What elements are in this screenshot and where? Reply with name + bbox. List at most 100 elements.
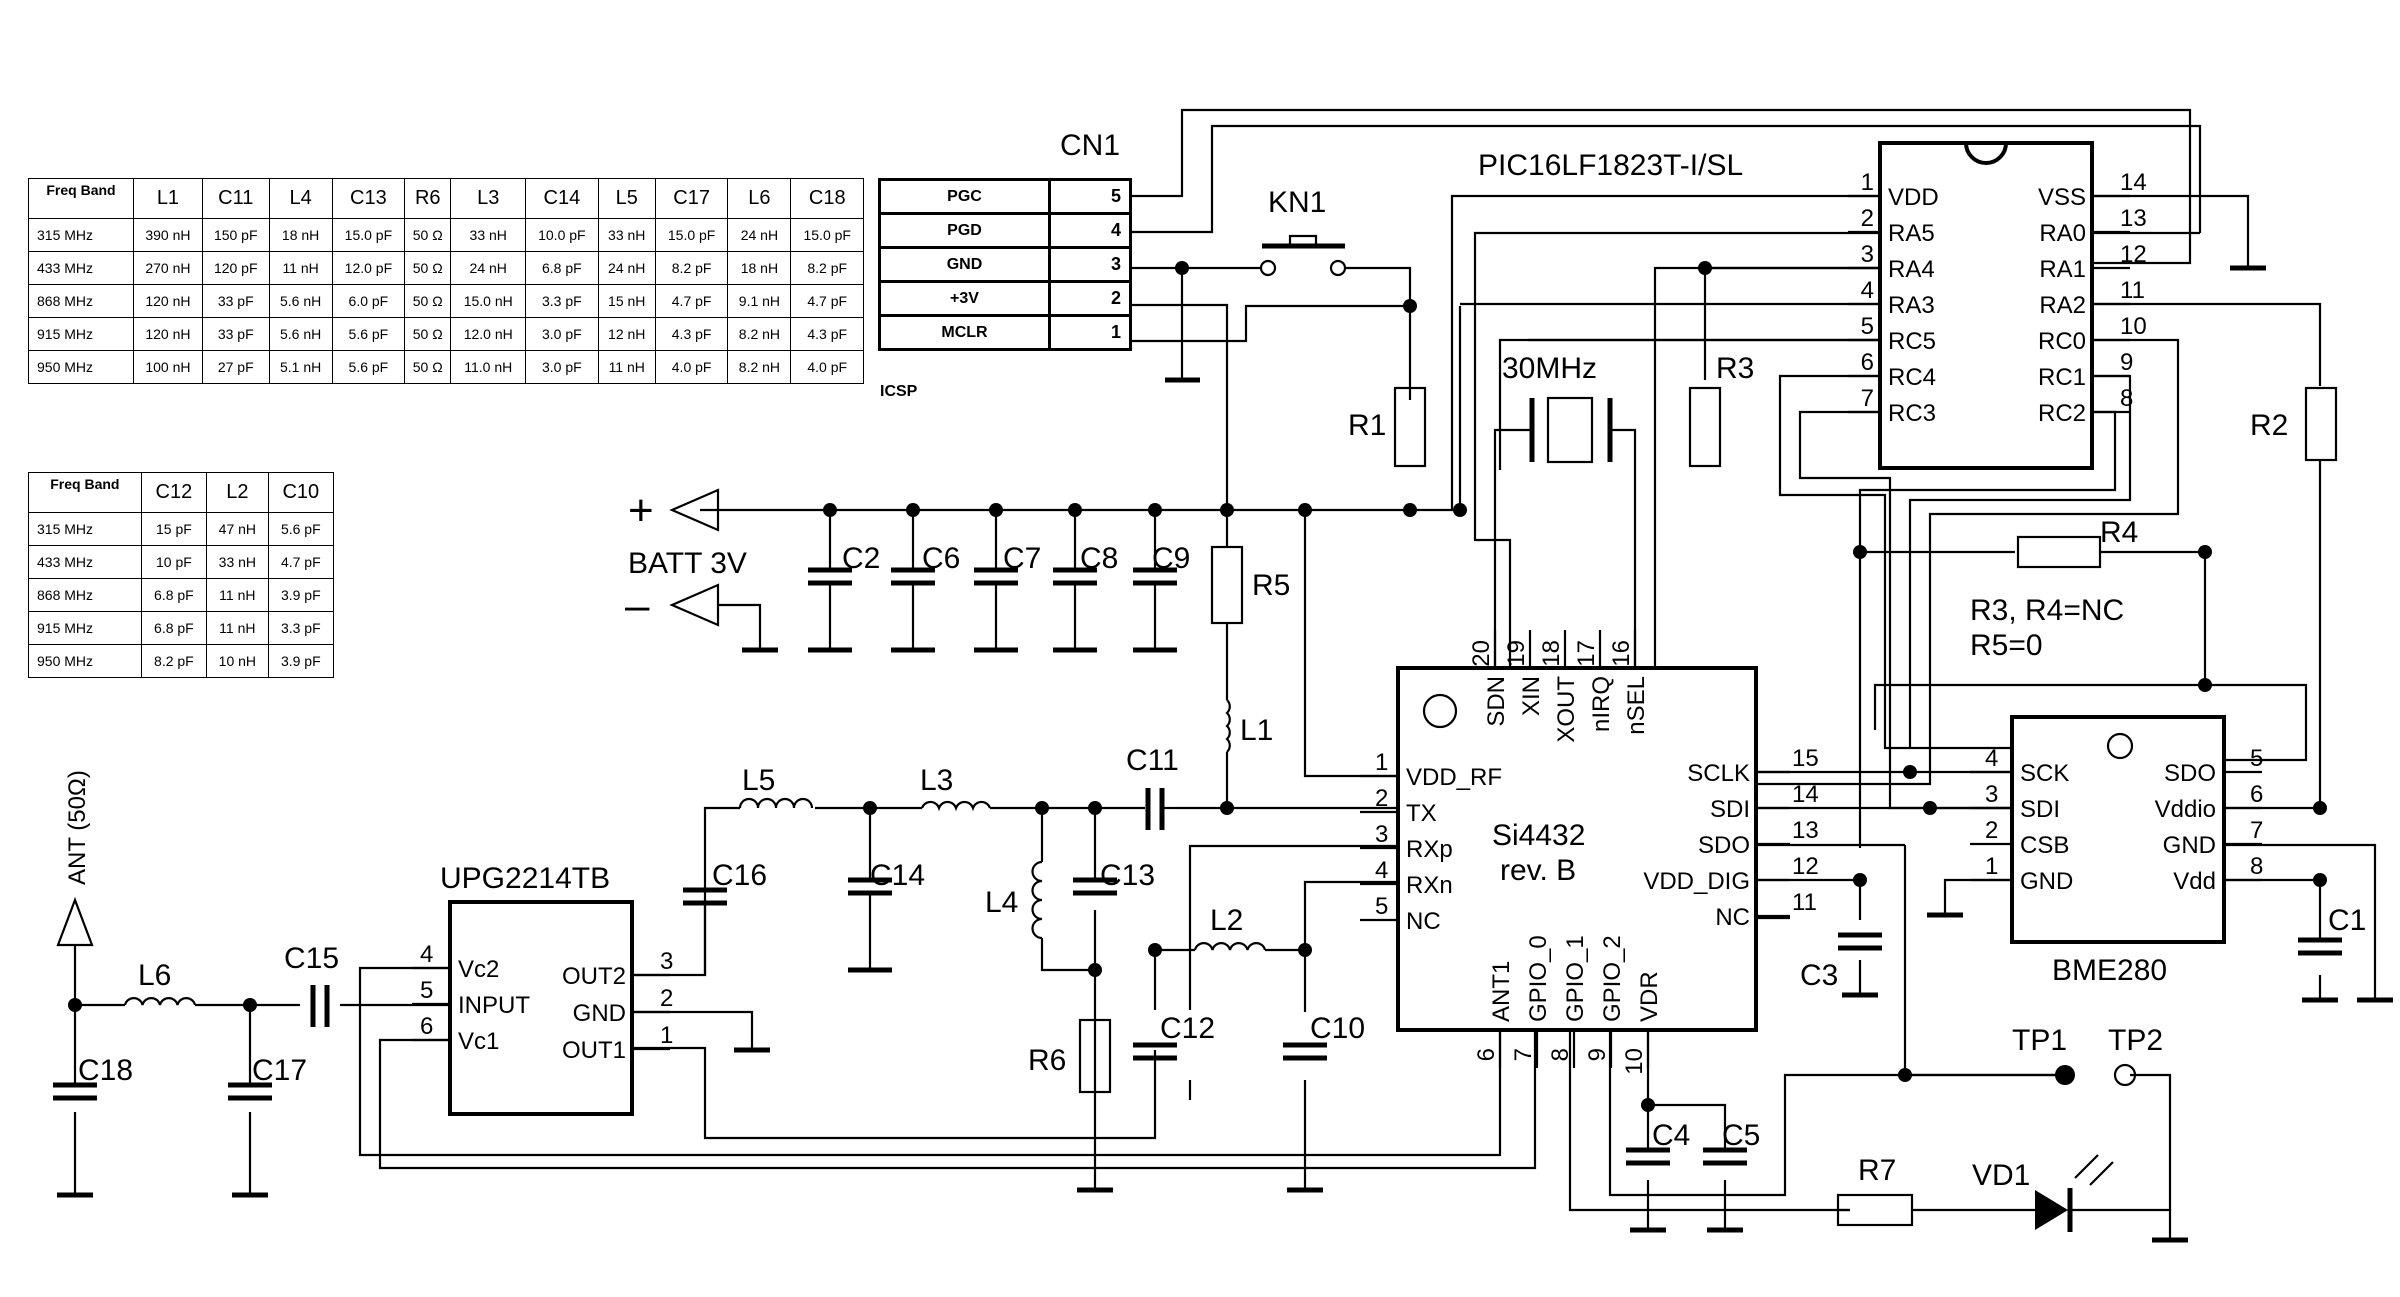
bme280-pin-number: 7	[2250, 817, 2263, 844]
si4432-pin-name: VDD_RF	[1406, 764, 1502, 791]
si4432-pin-number: 4	[1375, 857, 1388, 884]
si4432-pin-name: VDD_DIG	[1643, 868, 1750, 895]
table-cell: 15.0 pF	[331, 218, 406, 252]
battery-terminals: + – BATT 3V	[625, 486, 762, 650]
table-cell: 950 MHz	[28, 350, 134, 384]
batt-minus: –	[625, 581, 650, 630]
table-cell: 4.0 pF	[654, 350, 729, 384]
table-header-cell: L3	[450, 178, 527, 219]
si4432-pin-name: GPIO_0	[1525, 935, 1552, 1022]
table-cell: 15 nH	[597, 284, 656, 318]
pic-pin-name: VSS	[2038, 184, 2086, 211]
table-cell: 5.6 pF	[267, 512, 335, 546]
table-cell: 18 nH	[727, 251, 792, 285]
table-cell: 4.7 pF	[654, 284, 729, 318]
r7-label: R7	[1858, 1154, 1896, 1187]
table-cell: 50 Ω	[404, 218, 452, 252]
cn1-subtitle: ICSP	[880, 383, 918, 400]
bme280-pin-name: GND	[2020, 868, 2073, 895]
pic-pin-number: 1	[1861, 169, 1874, 196]
upg-pin-number: 5	[420, 977, 433, 1004]
table-cell: 315 MHz	[28, 512, 142, 546]
si4432-pin-name: SCLK	[1687, 760, 1750, 787]
pic-pin-number: 11	[2120, 277, 2145, 304]
table-cell: 8.2 pF	[140, 644, 208, 678]
table-cell: 8.2 nH	[727, 350, 792, 384]
upg-name: UPG2214TB	[440, 862, 610, 895]
crystal-30mhz: 30MHz	[1502, 352, 1613, 464]
pic-pin-name: RA4	[1888, 256, 1935, 283]
bme280-pin-name: Vdd	[2173, 868, 2216, 895]
test-points: TP1 TP2	[2012, 1024, 2163, 1087]
table-cell: 6.8 pF	[140, 578, 208, 612]
table-cell: 6.0 pF	[331, 284, 406, 318]
cn1-pin-number: 3	[1048, 246, 1132, 283]
si4432-pin-number: 20	[1468, 640, 1495, 667]
cn1-pin-number: 5	[1048, 178, 1132, 215]
c2-label: C2	[842, 542, 880, 575]
bme280-pin-number: 2	[1985, 817, 1998, 844]
si4432-pin-number: 17	[1573, 640, 1600, 667]
si4432-pin-name: SDN	[1483, 676, 1510, 727]
table-cell: 24 nH	[450, 251, 527, 285]
si4432-pin-number: 19	[1503, 640, 1530, 667]
kn1-button: KN1	[1259, 186, 1347, 277]
cn1-pin-label: PGD	[878, 212, 1051, 249]
pic-pin-number: 7	[1861, 385, 1874, 412]
antenna: ANT (50Ω)	[56, 770, 94, 947]
l3-label: L3	[920, 764, 953, 797]
table-header-cell: C18	[790, 178, 864, 219]
si4432-pin-number: 5	[1375, 893, 1388, 920]
table-cell: 5.1 nH	[268, 350, 333, 384]
cn1-pin-label: MCLR	[878, 314, 1051, 351]
pic-pin-number: 5	[1861, 313, 1874, 340]
tp2-label: TP2	[2108, 1024, 2163, 1057]
table-cell: 24 nH	[727, 218, 792, 252]
c1-label: C1	[2328, 904, 2366, 937]
table-cell: 3.0 pF	[525, 317, 599, 351]
pic-pin-name: RA0	[2039, 220, 2086, 247]
upg-pin-number: 2	[660, 985, 673, 1012]
pic-pin-number: 13	[2120, 205, 2147, 232]
si4432-pin-name: NC	[1715, 904, 1750, 931]
si4432-pin-name: SDI	[1710, 796, 1750, 823]
table-header-cell: R6	[404, 178, 452, 219]
si4432-pin-name: TX	[1406, 800, 1437, 827]
table-cell: 50 Ω	[404, 350, 452, 384]
table-header-cell: L6	[727, 178, 792, 219]
bme280-pin-name: SCK	[2020, 760, 2069, 787]
upg-pin-name: GND	[573, 1000, 626, 1027]
table-header-cell: C10	[267, 472, 335, 513]
upg2214tb-switch: UPG2214TB	[440, 862, 634, 1116]
cn1-pin-label: PGC	[878, 178, 1051, 215]
r2-label: R2	[2250, 409, 2288, 442]
cn1-pin-label: GND	[878, 246, 1051, 283]
table-cell: 3.0 pF	[525, 350, 599, 384]
si4432-pin-number: 2	[1375, 785, 1388, 812]
pic-pin-name: RC5	[1888, 328, 1936, 355]
r1-label: R1	[1348, 409, 1386, 442]
table-cell: 27 pF	[201, 350, 270, 384]
table-cell: 8.2 pF	[654, 251, 729, 285]
c13-label: C13	[1100, 859, 1155, 892]
table-cell: 33 pF	[201, 284, 270, 318]
pic-pin-name: RA5	[1888, 220, 1935, 247]
bme280-pin-number: 4	[1985, 745, 1998, 772]
si4432-pin-number: 15	[1792, 745, 1819, 772]
tp1-label: TP1	[2012, 1024, 2067, 1057]
kn1-label: KN1	[1268, 186, 1326, 219]
si4432-pin-number: 3	[1375, 821, 1388, 848]
table-cell: 11 nH	[597, 350, 656, 384]
pic-pin-name: RC4	[1888, 364, 1936, 391]
c16-label: C16	[712, 859, 767, 892]
c18-label: C18	[78, 1054, 133, 1087]
junction-dots	[68, 261, 2327, 1112]
